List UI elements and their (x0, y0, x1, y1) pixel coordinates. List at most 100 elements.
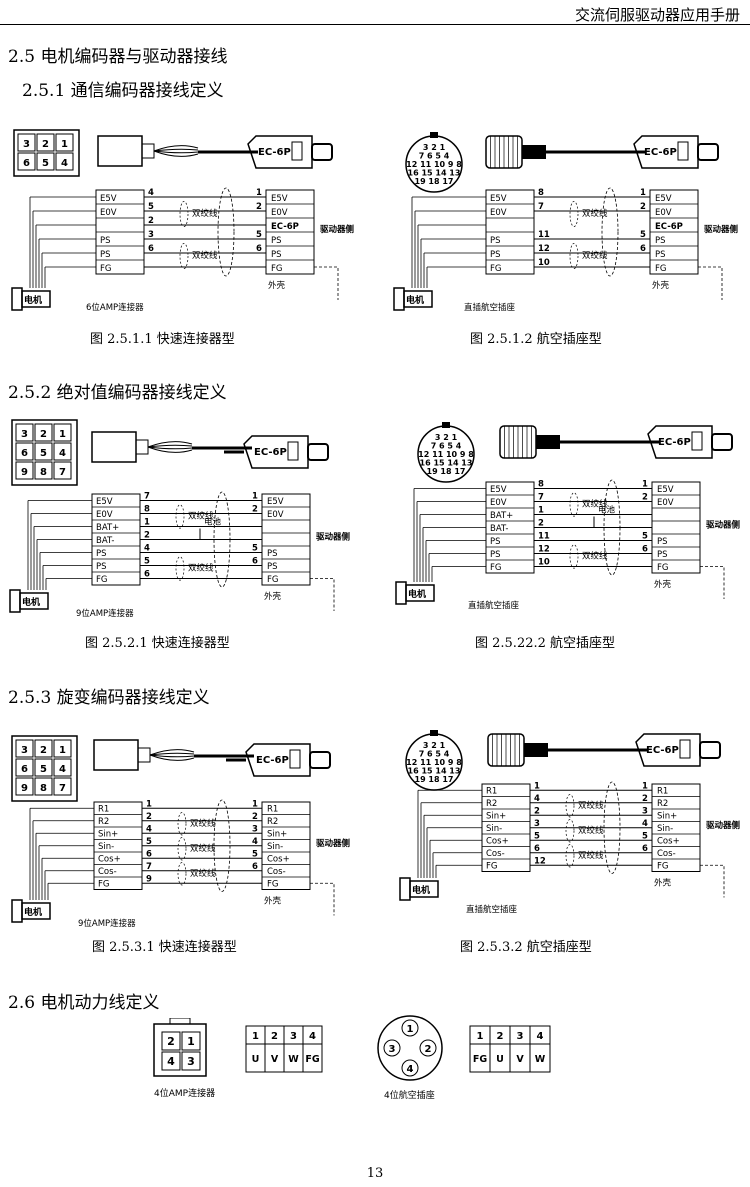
fig6-motor-label: 电机 (412, 884, 430, 896)
fig1-left-pin: 4 (148, 188, 154, 198)
fig4-av-key (442, 422, 450, 428)
fig4-shell-label: 外壳 (654, 579, 672, 590)
fig2-ec-head (697, 143, 719, 161)
fig1-left-signal: PS (100, 236, 111, 246)
fig1-motor-label: 电机 (24, 294, 42, 306)
fig5-amp9-body (11, 735, 78, 802)
fig1-right-pin: 2 (256, 202, 262, 212)
fig6-left-signal: R1 (486, 787, 497, 797)
fig1-right-pin: 5 (256, 230, 262, 240)
fig3-shell-line (310, 578, 335, 611)
fig6-right-signal: FG (657, 862, 668, 872)
fig3-left-pin: 5 (144, 557, 150, 567)
fig5-amp9-pin-label: 3 (21, 745, 28, 756)
caption-fig-2-5-2-2: 图 2.5.22.2 航空插座型 (475, 636, 616, 651)
fig5-amp9-pin-label: 8 (40, 783, 47, 794)
fig6-av-pin-row: 19 18 17 (415, 775, 454, 784)
fig6-right-pin: 5 (642, 831, 648, 841)
pow2-table-pin: 3 (517, 1031, 524, 1042)
fig3-ec-label: EC-6P (254, 447, 287, 458)
fig3-shield (213, 491, 231, 588)
fig3-amp9-cell (53, 423, 72, 442)
fig5-wire (149, 749, 195, 756)
fig2-shell-label: 外壳 (652, 280, 670, 291)
pow2-table-signal: V (516, 1054, 524, 1065)
fig1-amp6-pin-label: 1 (61, 139, 68, 150)
pow1-table-pin: 2 (271, 1031, 278, 1042)
caption-fig-2-5-2-1: 图 2.5.2.1 快速连接器型 (85, 636, 230, 651)
fig5-left-pin: 5 (146, 837, 152, 847)
fig2-left-pin: 11 (538, 230, 550, 240)
fig5-twist-mark (177, 862, 187, 886)
fig2-twist-label: 双绞线 (582, 208, 608, 219)
fig3-right-pin: 2 (252, 505, 258, 515)
fig5-left-signal: Cos+ (98, 855, 121, 865)
pow2-table-signal: U (496, 1054, 504, 1065)
fig4-av-pin-row: 16 15 14 13 (420, 459, 473, 468)
fig6-left-signal: Sin- (486, 824, 502, 834)
fig3-left-pin: 4 (144, 544, 150, 554)
fig2-right-pin: 5 (640, 230, 646, 240)
fig1-right-signal: E0V (271, 208, 288, 218)
fig6-left-pin: 5 (534, 831, 540, 841)
fig4-left-signal: BAT- (490, 524, 508, 534)
fig5-right-signal: FG (267, 880, 278, 890)
fig3-motor-body (19, 592, 49, 610)
fig3-amp9-cell (34, 442, 53, 461)
fig3-left-signal: BAT- (96, 536, 114, 546)
fig1-connector-label: 6位AMP连接器 (86, 302, 144, 313)
fig4-left-signal: E0V (490, 498, 507, 508)
fig1-amp6-cell (17, 133, 36, 152)
fig3-amp9-pin-label: 9 (21, 467, 28, 478)
fig5-amp9-pin-label: 6 (21, 764, 28, 775)
fig6-av-pin-row: 16 15 14 13 (408, 767, 461, 776)
fig1-left-signal: E0V (100, 208, 117, 218)
fig6-left-pin: 2 (534, 806, 540, 816)
fig6-shell-line (700, 864, 725, 898)
pow1-amp4-cell (161, 1051, 181, 1071)
fig2-ec-window (677, 141, 689, 161)
fig2-left-signal: PS (490, 250, 501, 260)
fig3-left-pin: 6 (144, 570, 150, 580)
fig1-shell-line (314, 266, 339, 300)
fig3-twist-mark (175, 504, 185, 529)
fig2-left-pin: 12 (538, 244, 550, 254)
fig5-amp9-cell (15, 758, 34, 777)
fig2-right-signal: E5V (655, 194, 672, 204)
fig4-ec-head (711, 433, 733, 451)
fig5-left-pin: 1 (146, 799, 152, 809)
pow2-av-pin-label: 3 (389, 1044, 396, 1055)
fig4-motor-label: 电机 (408, 588, 426, 600)
pow2-label: 4位航空插座 (384, 1089, 435, 1101)
fig3-right-pin: 5 (252, 544, 258, 554)
fig1-driver-side-label: 驱动器侧 (320, 224, 355, 235)
fig4-ec-label: EC-6P (658, 437, 691, 448)
pow2-table-pin: 2 (497, 1031, 504, 1042)
fig5-plug-latch (137, 747, 151, 763)
fig1-twist-mark (179, 243, 189, 269)
fig4-motor-body (405, 584, 435, 602)
fig1-left-signal: E5V (100, 194, 117, 204)
fig6-twist-mark (565, 844, 575, 868)
fig5-twist-label: 双绞线 (190, 818, 216, 829)
fig2-right-signal: PS (655, 236, 666, 246)
fig1-left-signal: PS (100, 250, 111, 260)
fig6-right-signal: Sin+ (657, 812, 677, 822)
fig3-left-signal: PS (96, 549, 107, 559)
fig1-wire (153, 145, 199, 152)
fig1-plug-body (97, 135, 143, 167)
fig2-connector-label: 直插航空插座 (464, 302, 516, 313)
fig4-right-pin: 1 (642, 480, 648, 490)
fig5-motor-flange (11, 899, 23, 923)
fig4-ec-window (691, 431, 703, 451)
fig4-right-signal: PS (657, 537, 668, 547)
pow1-table-signal: FG (305, 1054, 319, 1065)
fig5-right-pin: 5 (252, 849, 258, 859)
pow2-table-pin: 1 (477, 1031, 484, 1042)
fig4-left-pin: 11 (538, 532, 550, 542)
fig5-left-pin: 4 (146, 824, 152, 834)
fig3-right-signal: PS (267, 549, 278, 559)
